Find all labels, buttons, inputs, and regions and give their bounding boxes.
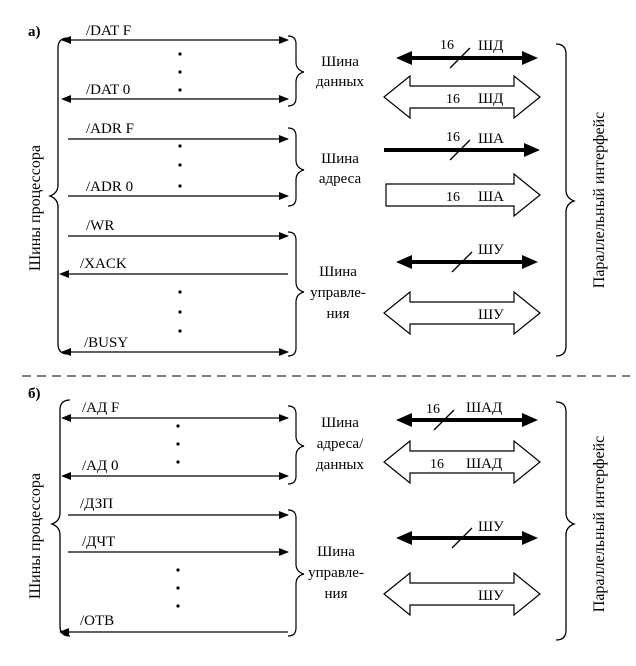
- group-brace-address-data: [287, 405, 305, 485]
- arrowhead: [396, 413, 412, 427]
- group-label-ad-line1: Шина: [321, 415, 359, 431]
- panel-a-left-caption: Шины процессора: [27, 145, 44, 271]
- group-label-ad-line2: адреса/: [317, 436, 364, 452]
- group-brace-address: [287, 127, 305, 207]
- ellipsis-dot: [178, 88, 182, 92]
- group-label-control-b-line3: ния: [325, 586, 348, 602]
- signal-label-adr-0: /ADR 0: [86, 179, 133, 195]
- panel-a-left-brace: [48, 37, 69, 355]
- group-label-address-line2: адреса: [319, 171, 362, 187]
- bus-label-ad-wide: ШАД: [466, 456, 502, 472]
- group-label-address-line1: Шина: [321, 151, 359, 167]
- signal-label-adr-f: /ADR F: [86, 121, 134, 137]
- bus-label-control-b-thin: ШУ: [478, 519, 504, 535]
- signal-label-ad-0: /АД 0: [82, 458, 118, 474]
- signal-label-xack: /XACK: [80, 256, 127, 272]
- group-brace-control: [287, 231, 305, 357]
- bus-arrow-control-wide: [383, 290, 541, 336]
- group-label-control-b-line1: Шина: [317, 544, 355, 560]
- width-slash: [451, 527, 473, 549]
- ellipsis-dot: [176, 424, 180, 428]
- ellipsis-dot: [176, 586, 180, 590]
- bus-width-ad-wide: 16: [430, 457, 444, 472]
- panel-a-right-caption: Параллельный интерфейс: [591, 112, 608, 288]
- panel-b-right-caption: Параллельный интерфейс: [591, 436, 608, 612]
- arrowhead: [524, 143, 540, 157]
- signal-label-wr: /WR: [86, 218, 114, 234]
- panel-a-label: а): [28, 24, 41, 40]
- panel-b: б) Шины процессора /АД F /АД 0 /ДЗП /ДЧТ…: [27, 386, 608, 641]
- bus-width-ad-thin: 16: [426, 402, 440, 417]
- width-slash: [449, 139, 471, 161]
- bus-arrow-control-b-wide: [383, 571, 541, 617]
- panel-b-left-caption: Шины процессора: [27, 473, 44, 599]
- bus-width-address-thin: 16: [446, 130, 460, 145]
- panel-a: а) Шины процессора /DAT F /DAT 0 /ADR F …: [27, 23, 608, 357]
- group-brace-data: [287, 35, 305, 107]
- panel-b-right-brace: [555, 401, 576, 641]
- signal-label-busy: /BUSY: [84, 335, 128, 351]
- group-label-control-line2: управле-: [310, 285, 366, 301]
- signal-label-dat-f: /DAT F: [86, 23, 131, 39]
- group-label-control-line3: ния: [327, 306, 350, 322]
- signal-label-dcht: /ДЧТ: [82, 534, 115, 550]
- ellipsis-dot: [178, 52, 182, 56]
- bus-label-address-wide: ША: [478, 189, 504, 205]
- ellipsis-dot: [178, 163, 182, 167]
- arrowhead: [396, 531, 412, 545]
- arrowhead: [522, 413, 538, 427]
- arrowhead: [396, 255, 412, 269]
- ellipsis-dot: [178, 70, 182, 74]
- arrowhead: [522, 255, 538, 269]
- panel-a-right-brace: [555, 43, 576, 357]
- bus-width-data-thin: 16: [440, 38, 454, 53]
- bus-label-address-thin: ША: [478, 131, 504, 147]
- ellipsis-dot: [176, 604, 180, 608]
- group-label-data-line1: Шина: [321, 54, 359, 70]
- bus-width-data-wide: 16: [446, 92, 460, 107]
- bus-label-control-b-wide: ШУ: [478, 588, 504, 604]
- ellipsis-dot: [178, 290, 182, 294]
- signal-label-dzp: /ДЗП: [80, 496, 113, 512]
- group-label-data-line2: данных: [316, 74, 364, 90]
- bus-label-ad-thin: ШАД: [466, 400, 502, 416]
- ellipsis-dot: [176, 460, 180, 464]
- group-brace-control-b: [287, 509, 305, 637]
- panel-b-label: б): [28, 386, 41, 402]
- ellipsis-dot: [176, 442, 180, 446]
- bus-width-address-wide: 16: [446, 190, 460, 205]
- bus-arrow-address-wide: [385, 172, 541, 218]
- ellipsis-dot: [176, 568, 180, 572]
- signal-label-otv: /ОТВ: [80, 613, 114, 629]
- ellipsis-dot: [178, 310, 182, 314]
- panel-b-left-brace: [50, 399, 71, 637]
- arrowhead: [522, 531, 538, 545]
- arrowhead: [522, 51, 538, 65]
- signal-label-ad-f: /АД F: [82, 400, 119, 416]
- group-label-ad-line3: данных: [316, 457, 364, 473]
- ellipsis-dot: [178, 184, 182, 188]
- width-slash: [449, 47, 471, 69]
- arrowhead: [396, 51, 412, 65]
- bus-label-data-thin: ШД: [478, 38, 503, 54]
- ellipsis-dot: [178, 329, 182, 333]
- bus-label-control-wide: ШУ: [478, 307, 504, 323]
- width-slash: [433, 409, 455, 431]
- ellipsis-dot: [178, 144, 182, 148]
- bus-arrow-data-wide: [383, 74, 541, 120]
- bus-label-control-thin: ШУ: [478, 242, 504, 258]
- width-slash: [451, 251, 473, 273]
- group-label-control-line1: Шина: [319, 264, 357, 280]
- signal-label-dat-0: /DAT 0: [86, 82, 130, 98]
- bus-label-data-wide: ШД: [478, 91, 503, 107]
- group-label-control-b-line2: управле-: [308, 565, 364, 581]
- bus-arrow-ad-wide: [383, 439, 541, 485]
